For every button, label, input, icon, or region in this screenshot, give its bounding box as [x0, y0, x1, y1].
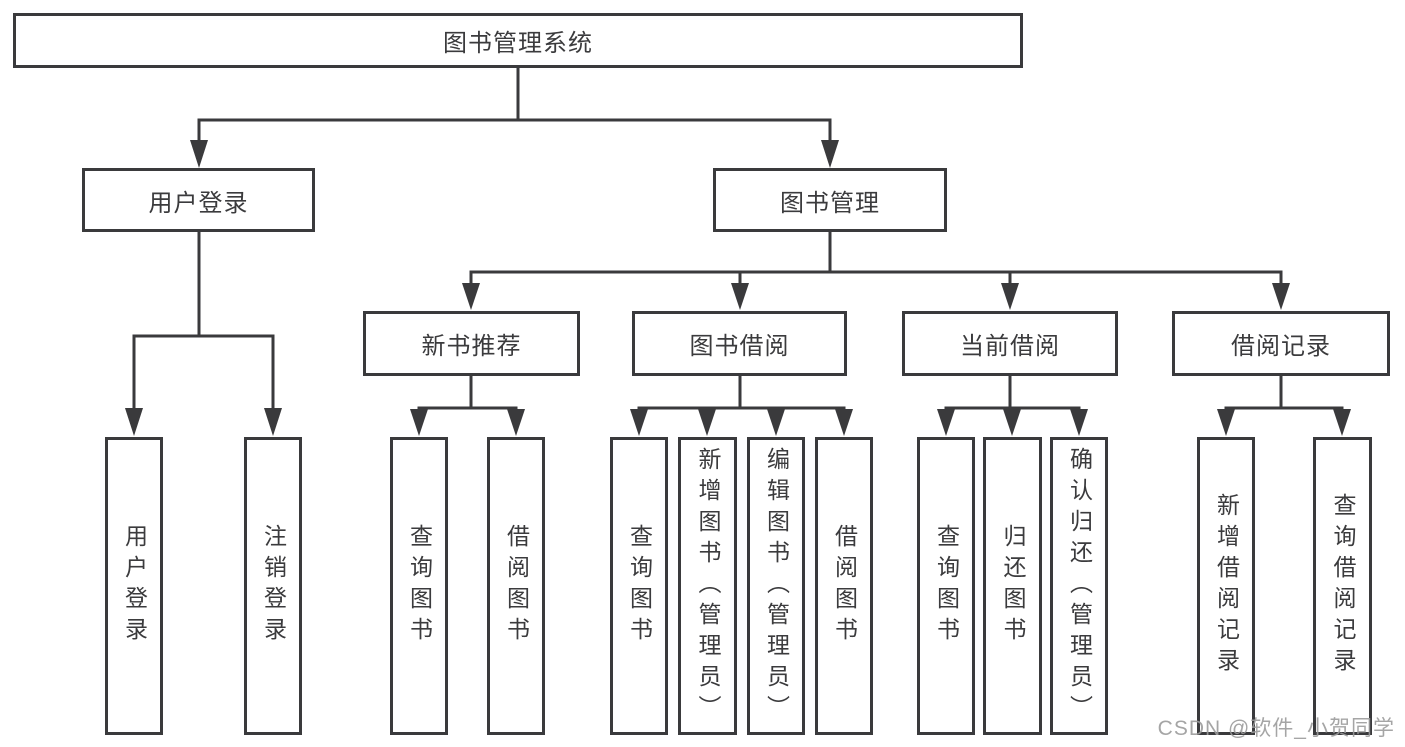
node-label: 借阅图书	[503, 524, 530, 648]
arrowhead	[264, 408, 282, 436]
node-label: 查询图书	[626, 524, 653, 648]
leaf-records-query-record: 查询借阅记录	[1313, 437, 1372, 735]
csdn-watermark: CSDN @软件_小贺同学	[1157, 717, 1395, 740]
arrowhead	[125, 408, 143, 436]
leaf-logout-login: 注销登录	[244, 437, 302, 735]
arrowhead	[731, 283, 749, 310]
connector-userlogin-to-leaves	[132, 232, 275, 415]
connector-root-to-level2	[197, 68, 832, 146]
leaf-current-query-books: 查询图书	[917, 437, 975, 735]
node-library-management-system: 图书管理系统	[13, 13, 1023, 68]
arrowhead	[190, 140, 208, 168]
arrowhead	[821, 140, 839, 168]
leaf-current-return-books: 归还图书	[983, 437, 1042, 735]
node-label: 用户登录	[148, 189, 249, 217]
arrowhead	[1001, 283, 1019, 310]
node-label: 用户登录	[121, 524, 148, 648]
node-current-borrow: 当前借阅	[902, 311, 1118, 376]
node-label: 当前借阅	[960, 333, 1060, 360]
node-book-management: 图书管理	[713, 168, 947, 232]
arrowhead	[630, 409, 648, 436]
node-label: 图书管理	[780, 189, 880, 217]
node-label: 归还图书	[1000, 524, 1026, 648]
leaf-records-add-record: 新增借阅记录	[1197, 437, 1255, 735]
leaf-borrow-borrow-books: 借阅图书	[815, 437, 873, 735]
arrowhead	[462, 283, 480, 310]
node-label: 新增借阅记录	[1213, 493, 1240, 679]
connector-currentborrow-to-leaves	[944, 376, 1081, 418]
node-label: 编辑图书（管理员）	[763, 446, 790, 726]
node-label: 图书管理系统	[443, 30, 593, 57]
arrowhead	[937, 409, 955, 436]
leaf-borrow-add-books-admin: 新增图书（管理员）	[678, 437, 737, 735]
node-label: 图书借阅	[689, 333, 790, 360]
node-label: 借阅图书	[831, 524, 858, 648]
node-label: 查询图书	[933, 524, 960, 648]
node-user-login: 用户登录	[82, 168, 315, 232]
leaf-current-confirm-return-admin: 确认归还（管理员）	[1050, 437, 1108, 735]
arrowhead	[507, 409, 525, 436]
arrowhead	[1333, 409, 1351, 436]
arrowhead	[1217, 409, 1235, 436]
node-new-book-recommend: 新书推荐	[363, 311, 580, 376]
node-label: 新增图书（管理员）	[695, 446, 721, 726]
arrowhead	[1272, 283, 1290, 310]
arrowhead	[410, 409, 428, 436]
leaf-newbook-borrow-books: 借阅图书	[487, 437, 545, 735]
connector-bookborrow-to-leaves	[637, 376, 846, 418]
connector-bookmgmt-to-level3	[469, 232, 1283, 292]
arrowhead	[767, 409, 785, 436]
arrowhead	[1003, 409, 1021, 436]
arrowhead	[698, 409, 716, 436]
node-borrow-records: 借阅记录	[1172, 311, 1390, 376]
node-book-borrow: 图书借阅	[632, 311, 847, 376]
leaf-user-login: 用户登录	[105, 437, 163, 735]
node-label: 新书推荐	[421, 333, 522, 360]
leaf-borrow-edit-books-admin: 编辑图书（管理员）	[747, 437, 805, 735]
node-label: 确认归还（管理员）	[1066, 446, 1093, 726]
arrowhead	[835, 409, 853, 436]
node-label: 注销登录	[260, 524, 287, 648]
leaf-borrow-query-books: 查询图书	[610, 437, 668, 735]
leaf-newbook-query-books: 查询图书	[390, 437, 448, 735]
connector-newbook-to-leaves	[417, 376, 518, 418]
node-label: 查询借阅记录	[1330, 493, 1356, 679]
arrowhead	[1070, 409, 1088, 436]
node-label: 查询图书	[406, 524, 433, 648]
node-label: 借阅记录	[1231, 333, 1331, 360]
connector-records-to-leaves	[1224, 376, 1344, 418]
